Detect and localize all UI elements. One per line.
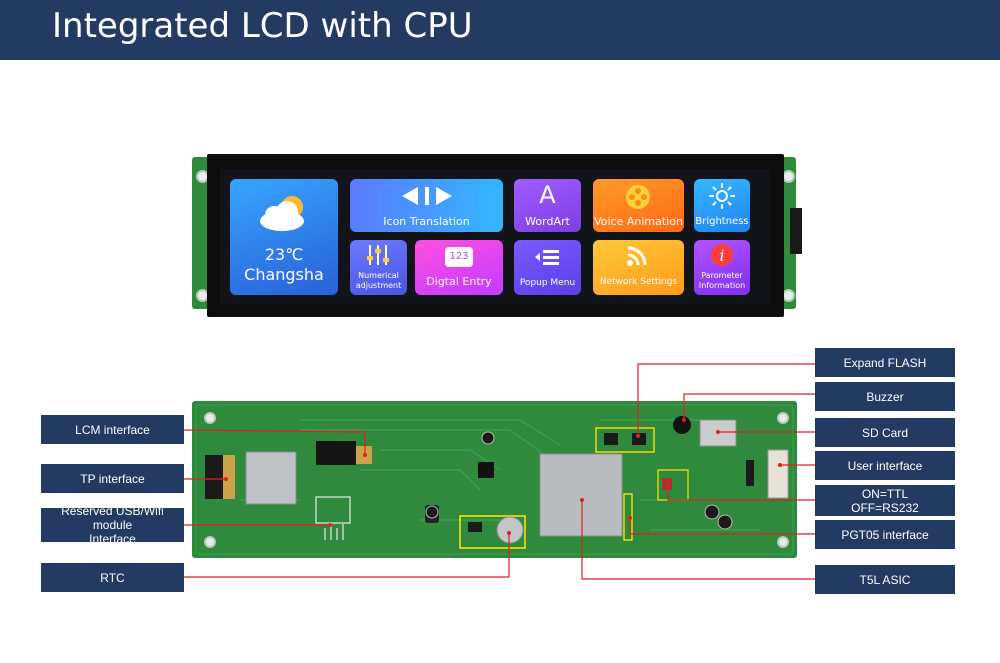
tile-label-icon-translation: Icon Translation <box>383 215 470 228</box>
callout-usb-line2: Interface <box>89 532 136 546</box>
callout-usb-line1: Reserved USB/Wifi module <box>61 504 164 532</box>
menu-list-icon <box>535 250 559 265</box>
brightness-sun-icon <box>709 183 735 209</box>
weather-temperature: 23℃ <box>264 245 304 264</box>
film-reel-icon <box>626 185 650 209</box>
callout-rtc: RTC <box>41 563 184 592</box>
tile-label-parameter-line2: Information <box>698 281 746 290</box>
numerical-adjustment-tile[interactable]: Numerical adjustment <box>350 240 407 295</box>
callout-lcm-interface: LCM interface <box>41 415 184 444</box>
callout-tp-interface: TP interface <box>41 464 184 493</box>
brightness-tile[interactable]: Brightness <box>694 179 750 232</box>
letter-a-icon: A <box>539 181 556 209</box>
tile-label-voice-animation: Voice Animation <box>594 215 683 228</box>
side-connector <box>790 208 802 254</box>
tile-label-brightness: Brightness <box>695 216 749 227</box>
callout-ttl-line1: ON=TTL <box>861 486 909 501</box>
weather-city: Changsha <box>244 265 324 284</box>
popup-menu-tile[interactable]: Popup Menu <box>514 240 581 295</box>
tile-label-digital-entry: Digtal Entry <box>426 275 492 288</box>
translation-arrows-icon <box>402 187 452 205</box>
lcd-screen: 23℃ Changsha Icon Translation A WordArt … <box>220 169 770 304</box>
sun-cloud-icon <box>260 196 304 231</box>
wifi-signal-icon <box>627 246 647 266</box>
icon-translation-tile[interactable]: Icon Translation <box>350 179 503 232</box>
callout-t5l-asic: T5L ASIC <box>815 565 955 594</box>
callout-sd-card: SD Card <box>815 418 955 447</box>
weather-tile[interactable]: 23℃ Changsha <box>230 179 338 295</box>
wordart-tile[interactable]: A WordArt <box>514 179 581 232</box>
header-banner: Integrated LCD with CPU <box>0 0 1000 60</box>
sliders-icon <box>367 245 389 265</box>
tile-label-numerical-line2: adjustment <box>355 281 402 290</box>
callout-pgt05-interface: PGT05 interface <box>815 520 955 549</box>
tile-label-popup-menu: Popup Menu <box>519 278 576 288</box>
digital-badge-icon: 123 <box>445 247 473 267</box>
callout-ttl-line2: OFF=RS232 <box>851 500 919 515</box>
digital-entry-tile[interactable]: 123 Digtal Entry <box>415 240 503 295</box>
tile-label-parameter-line1: Parometer <box>701 271 743 280</box>
callout-user-interface: User interface <box>815 451 955 480</box>
callout-ttl-rs232: ON=TTL OFF=RS232 <box>815 485 955 516</box>
info-icon: i <box>711 244 733 266</box>
tile-label-wordart: WordArt <box>525 215 570 228</box>
tile-label-numerical-line1: Numerical <box>358 271 399 280</box>
tile-label-network-settings: Network Settings <box>599 277 678 287</box>
callout-buzzer: Buzzer <box>815 382 955 411</box>
network-settings-tile[interactable]: Network Settings <box>593 240 684 295</box>
voice-animation-tile[interactable]: Voice Animation <box>593 179 684 232</box>
page-title: Integrated LCD with CPU <box>52 6 473 46</box>
callout-reserved-usb-wifi: Reserved USB/Wifi module Interface <box>41 504 184 546</box>
callout-expand-flash: Expand FLASH <box>815 348 955 377</box>
parameter-information-tile[interactable]: i Parometer Information <box>694 240 750 295</box>
svg-text:i: i <box>719 246 724 265</box>
